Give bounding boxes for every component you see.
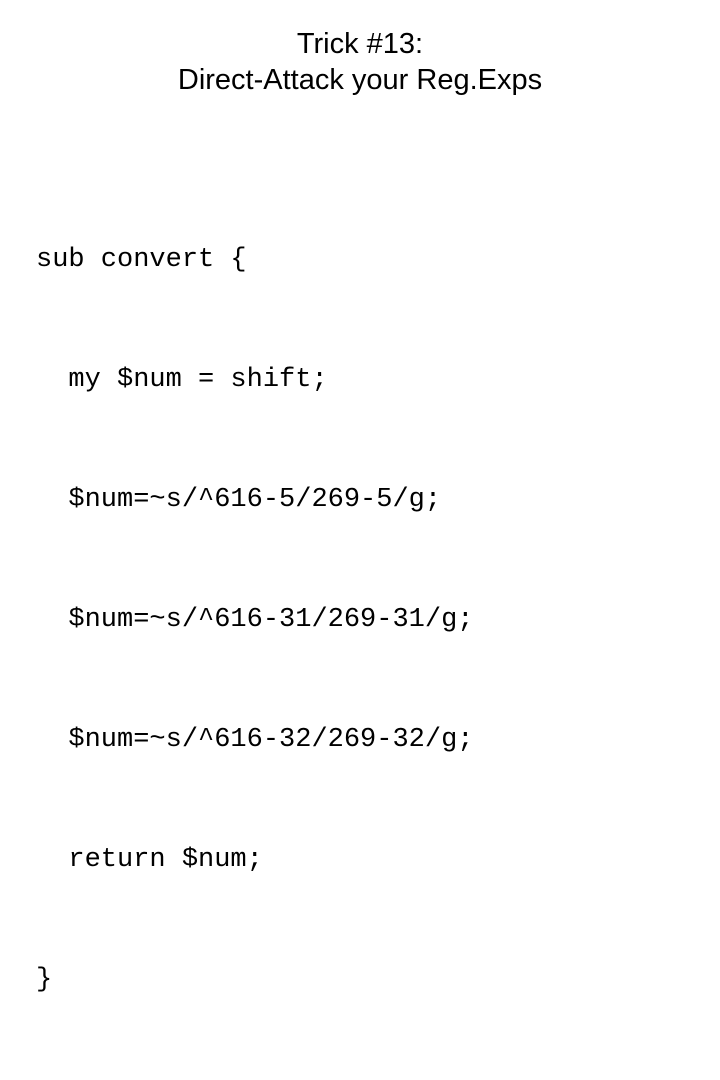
code-line-6: return $num; <box>36 845 263 875</box>
code-line-7: } <box>36 965 53 995</box>
code-line-4: $num=~s/^616-31/269-31/g; <box>36 605 474 635</box>
code-block: sub convert { my $num = shift; $num=~s/^… <box>36 160 696 1080</box>
slide: Trick #13: Direct-Attack your Reg.Exps s… <box>0 26 720 995</box>
title-line-2: Direct-Attack your Reg.Exps <box>177 64 543 96</box>
code-line-1: sub convert { <box>36 245 247 275</box>
code-line-5: $num=~s/^616-32/269-32/g; <box>36 725 474 755</box>
page-title: Trick #13: Direct-Attack your Reg.Exps <box>0 26 720 98</box>
title-line-1: Trick #13: <box>296 28 424 60</box>
code-line-3: $num=~s/^616-5/269-5/g; <box>36 485 442 515</box>
code-line-2: my $num = shift; <box>36 365 328 395</box>
